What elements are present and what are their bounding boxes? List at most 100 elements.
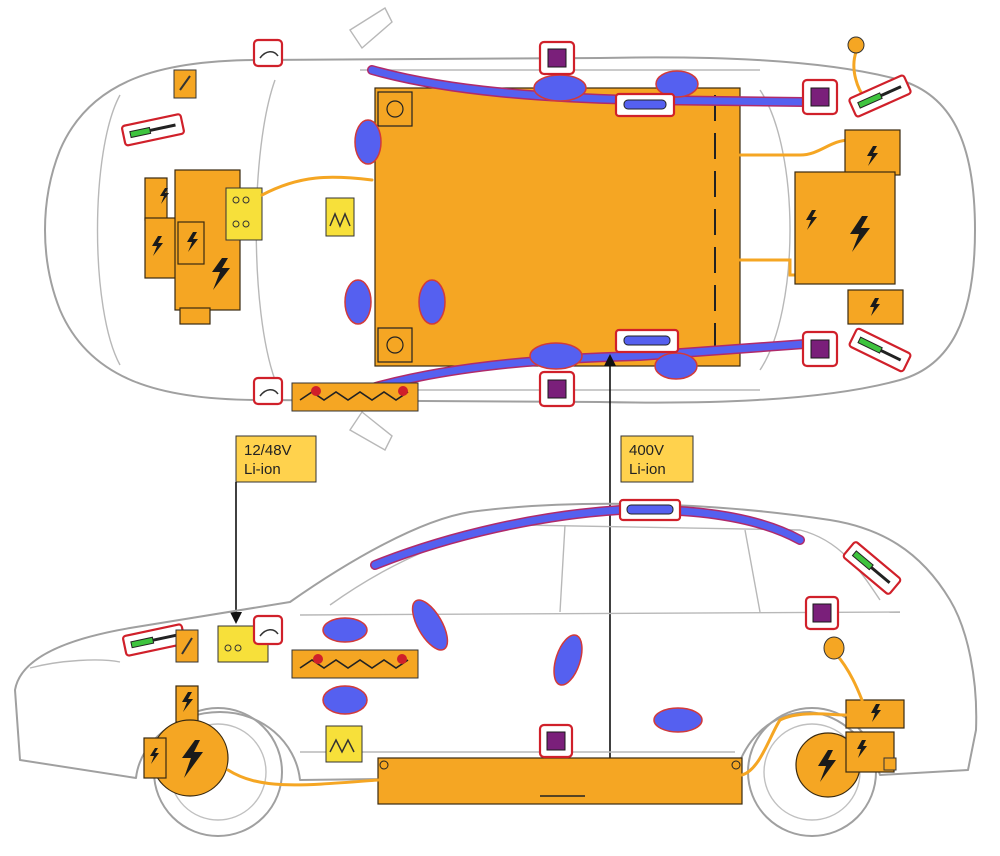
gas-generator-icon (626, 504, 674, 515)
battery-bolt-icon (386, 336, 404, 354)
top-view-mirror-right (349, 410, 393, 451)
side-view-headlight (29, 659, 121, 669)
high-voltage-bolt-icon (160, 188, 169, 204)
pedestrian-airbag-pattern (299, 391, 409, 401)
rear-hv-module-side (845, 699, 905, 729)
low-voltage-label-line1: 12/48V (244, 442, 292, 459)
side-curtain-airbag-icon (371, 506, 804, 569)
airbag-icon (344, 279, 372, 325)
seatbelt-tensioner-strap (181, 637, 193, 655)
crash-sensor-icon (546, 731, 566, 751)
crash-sensor-icon (547, 379, 567, 399)
low-voltage-battery-top (225, 187, 263, 241)
crash-sensor-icon (810, 87, 830, 107)
hv-cable-front (260, 175, 374, 197)
front-hv-fuse (179, 307, 211, 325)
gas-generator-icon (623, 335, 671, 346)
side-view-body-outline (14, 502, 978, 781)
hv-cable-rear-side (740, 712, 848, 777)
airbag-icon (653, 707, 703, 733)
battery-bolt-icon (731, 760, 741, 770)
hv-cable-front-side (226, 768, 380, 787)
battery-cell-icon (232, 220, 240, 228)
crash-sensor-icon (547, 48, 567, 68)
battery-cell-icon (232, 196, 240, 204)
high-voltage-bolt-icon (867, 146, 878, 166)
high-voltage-bolt-icon (152, 236, 163, 256)
high-voltage-bolt-icon (857, 740, 867, 758)
gas-strut-icon (848, 327, 912, 373)
front-hv-module-c (177, 221, 205, 265)
airbag-icon (354, 119, 382, 165)
side-curtain-airbag-icon (368, 340, 809, 392)
high-voltage-bolt-icon (870, 298, 880, 316)
side-view-belt-line (299, 611, 901, 616)
airbag-icon (654, 352, 698, 380)
hv-cable-rear-upper (738, 138, 852, 157)
spring-symbol (329, 212, 351, 228)
high-voltage-bolt-icon (212, 258, 230, 290)
high-voltage-label-line1: 400V (629, 442, 664, 459)
pedestrian-airbag-inflator-icon (398, 386, 408, 396)
side-view-b-pillar (559, 524, 761, 613)
pedestrian-airbag-inflator-icon (311, 386, 321, 396)
top-view (44, 6, 976, 451)
low-voltage-battery-callout: 12/48V Li-ion (230, 435, 317, 624)
gas-strut-icon (121, 113, 185, 147)
battery-mount-front-left (377, 91, 413, 127)
rear-hv-connector (883, 757, 897, 771)
airbag-icon (655, 70, 699, 98)
airbag-icon (322, 617, 368, 643)
hood-release-symbol (259, 629, 279, 637)
high-voltage-bolt-icon (850, 216, 870, 252)
battery-cell-icon (242, 220, 250, 228)
battery-cell-icon (224, 644, 232, 652)
top-view-body-outline (44, 56, 976, 404)
hood-release-icon (252, 38, 284, 68)
high-voltage-bolt-icon (182, 740, 203, 778)
airbag-icon (411, 599, 449, 651)
airbag-icon (529, 342, 583, 370)
crash-sensor-icon (812, 603, 832, 623)
hv-fuse-icon (823, 636, 845, 660)
side-view (14, 498, 978, 837)
hv-fuse-icon (847, 36, 865, 54)
airbag-icon (322, 685, 368, 715)
high-voltage-pointer-arrow-up (604, 354, 616, 366)
high-voltage-label-box (620, 435, 694, 483)
gas-generator-icon (623, 99, 667, 110)
high-voltage-bolt-icon (150, 748, 159, 764)
rear-electric-motor (794, 171, 896, 285)
low-voltage-label-box (235, 435, 317, 483)
hv-cable-rear-lower (738, 258, 802, 277)
gas-strut-icon (842, 541, 902, 595)
high-voltage-bolt-icon (871, 704, 881, 722)
crash-sensor-icon (810, 339, 830, 359)
high-voltage-bolt-icon (806, 210, 817, 230)
low-voltage-pointer-arrow (230, 612, 242, 624)
battery-cell-icon (234, 644, 242, 652)
battery-mount-front-right (377, 327, 413, 363)
battery-bolt-icon (379, 760, 389, 770)
battery-cell-icon (242, 196, 250, 204)
spring-symbol (329, 738, 355, 754)
hood-release-symbol (259, 51, 279, 59)
airbag-icon (418, 279, 446, 325)
hv-battery-side (377, 757, 743, 805)
gas-strut-icon (848, 74, 912, 118)
pedestrian-airbag-inflator-icon (313, 654, 323, 664)
high-voltage-bolt-icon (818, 750, 836, 782)
hood-release-icon (252, 376, 284, 406)
battery-bolt-icon (386, 100, 404, 118)
hood-release-symbol (259, 389, 279, 397)
high-voltage-bolt-icon (182, 692, 193, 712)
seatbelt-tensioner-strap (179, 75, 191, 91)
low-voltage-label-line2: Li-ion (244, 461, 281, 478)
high-voltage-bolt-icon (187, 232, 198, 252)
top-view-rear-glass (759, 89, 791, 371)
high-voltage-label-line2: Li-ion (629, 461, 666, 478)
high-voltage-battery-callout: 400V Li-ion (604, 354, 694, 770)
airbag-icon (533, 74, 587, 102)
pedestrian-protection-icon (325, 197, 355, 237)
